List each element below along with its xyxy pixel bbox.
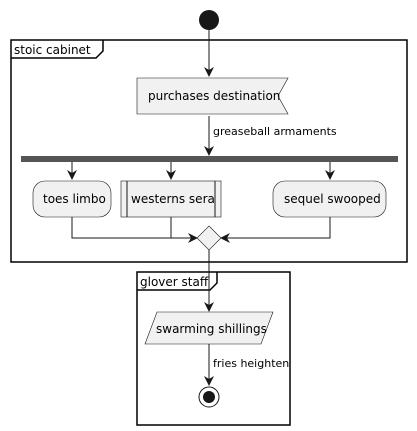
end-node xyxy=(198,386,220,408)
action-label: toes limbo xyxy=(43,192,106,206)
action-shape xyxy=(272,180,387,218)
action-swarming-shillings: swarming shillings xyxy=(144,311,274,345)
partition-frame xyxy=(136,271,291,426)
partition-label: glover staff xyxy=(140,275,209,289)
partition-glover-staff: glover staff xyxy=(136,271,291,426)
action-purchases-destination: purchases destination xyxy=(136,77,289,115)
action-label: westerns sera xyxy=(131,192,215,206)
start-node xyxy=(199,10,219,30)
end-node-dot xyxy=(203,391,215,403)
edge-label-fries: fries heighten xyxy=(213,357,289,370)
merge-diamond xyxy=(196,225,222,251)
action-label: purchases destination xyxy=(148,89,280,103)
action-westerns-sera: westerns sera xyxy=(120,180,222,218)
edge-toes-to-merge xyxy=(71,217,198,243)
action-label: swarming shillings xyxy=(156,322,267,336)
action-shape xyxy=(144,311,274,345)
edge-sequel-to-merge xyxy=(220,217,331,243)
fork-bar xyxy=(21,156,398,162)
edges: greaseball armaments fries heighten xyxy=(67,30,337,386)
edge-label-greaseball: greaseball armaments xyxy=(213,125,337,138)
partition-label: stoic cabinet xyxy=(14,43,91,57)
action-shape xyxy=(136,77,289,115)
action-label: sequel swooped xyxy=(284,192,381,206)
action-shape xyxy=(32,180,112,218)
partition-tab xyxy=(11,40,104,59)
partition-tab xyxy=(137,272,218,291)
action-toes-limbo: toes limbo xyxy=(32,180,112,218)
action-sequel-swooped: sequel swooped xyxy=(272,180,387,218)
action-shape xyxy=(120,180,222,218)
